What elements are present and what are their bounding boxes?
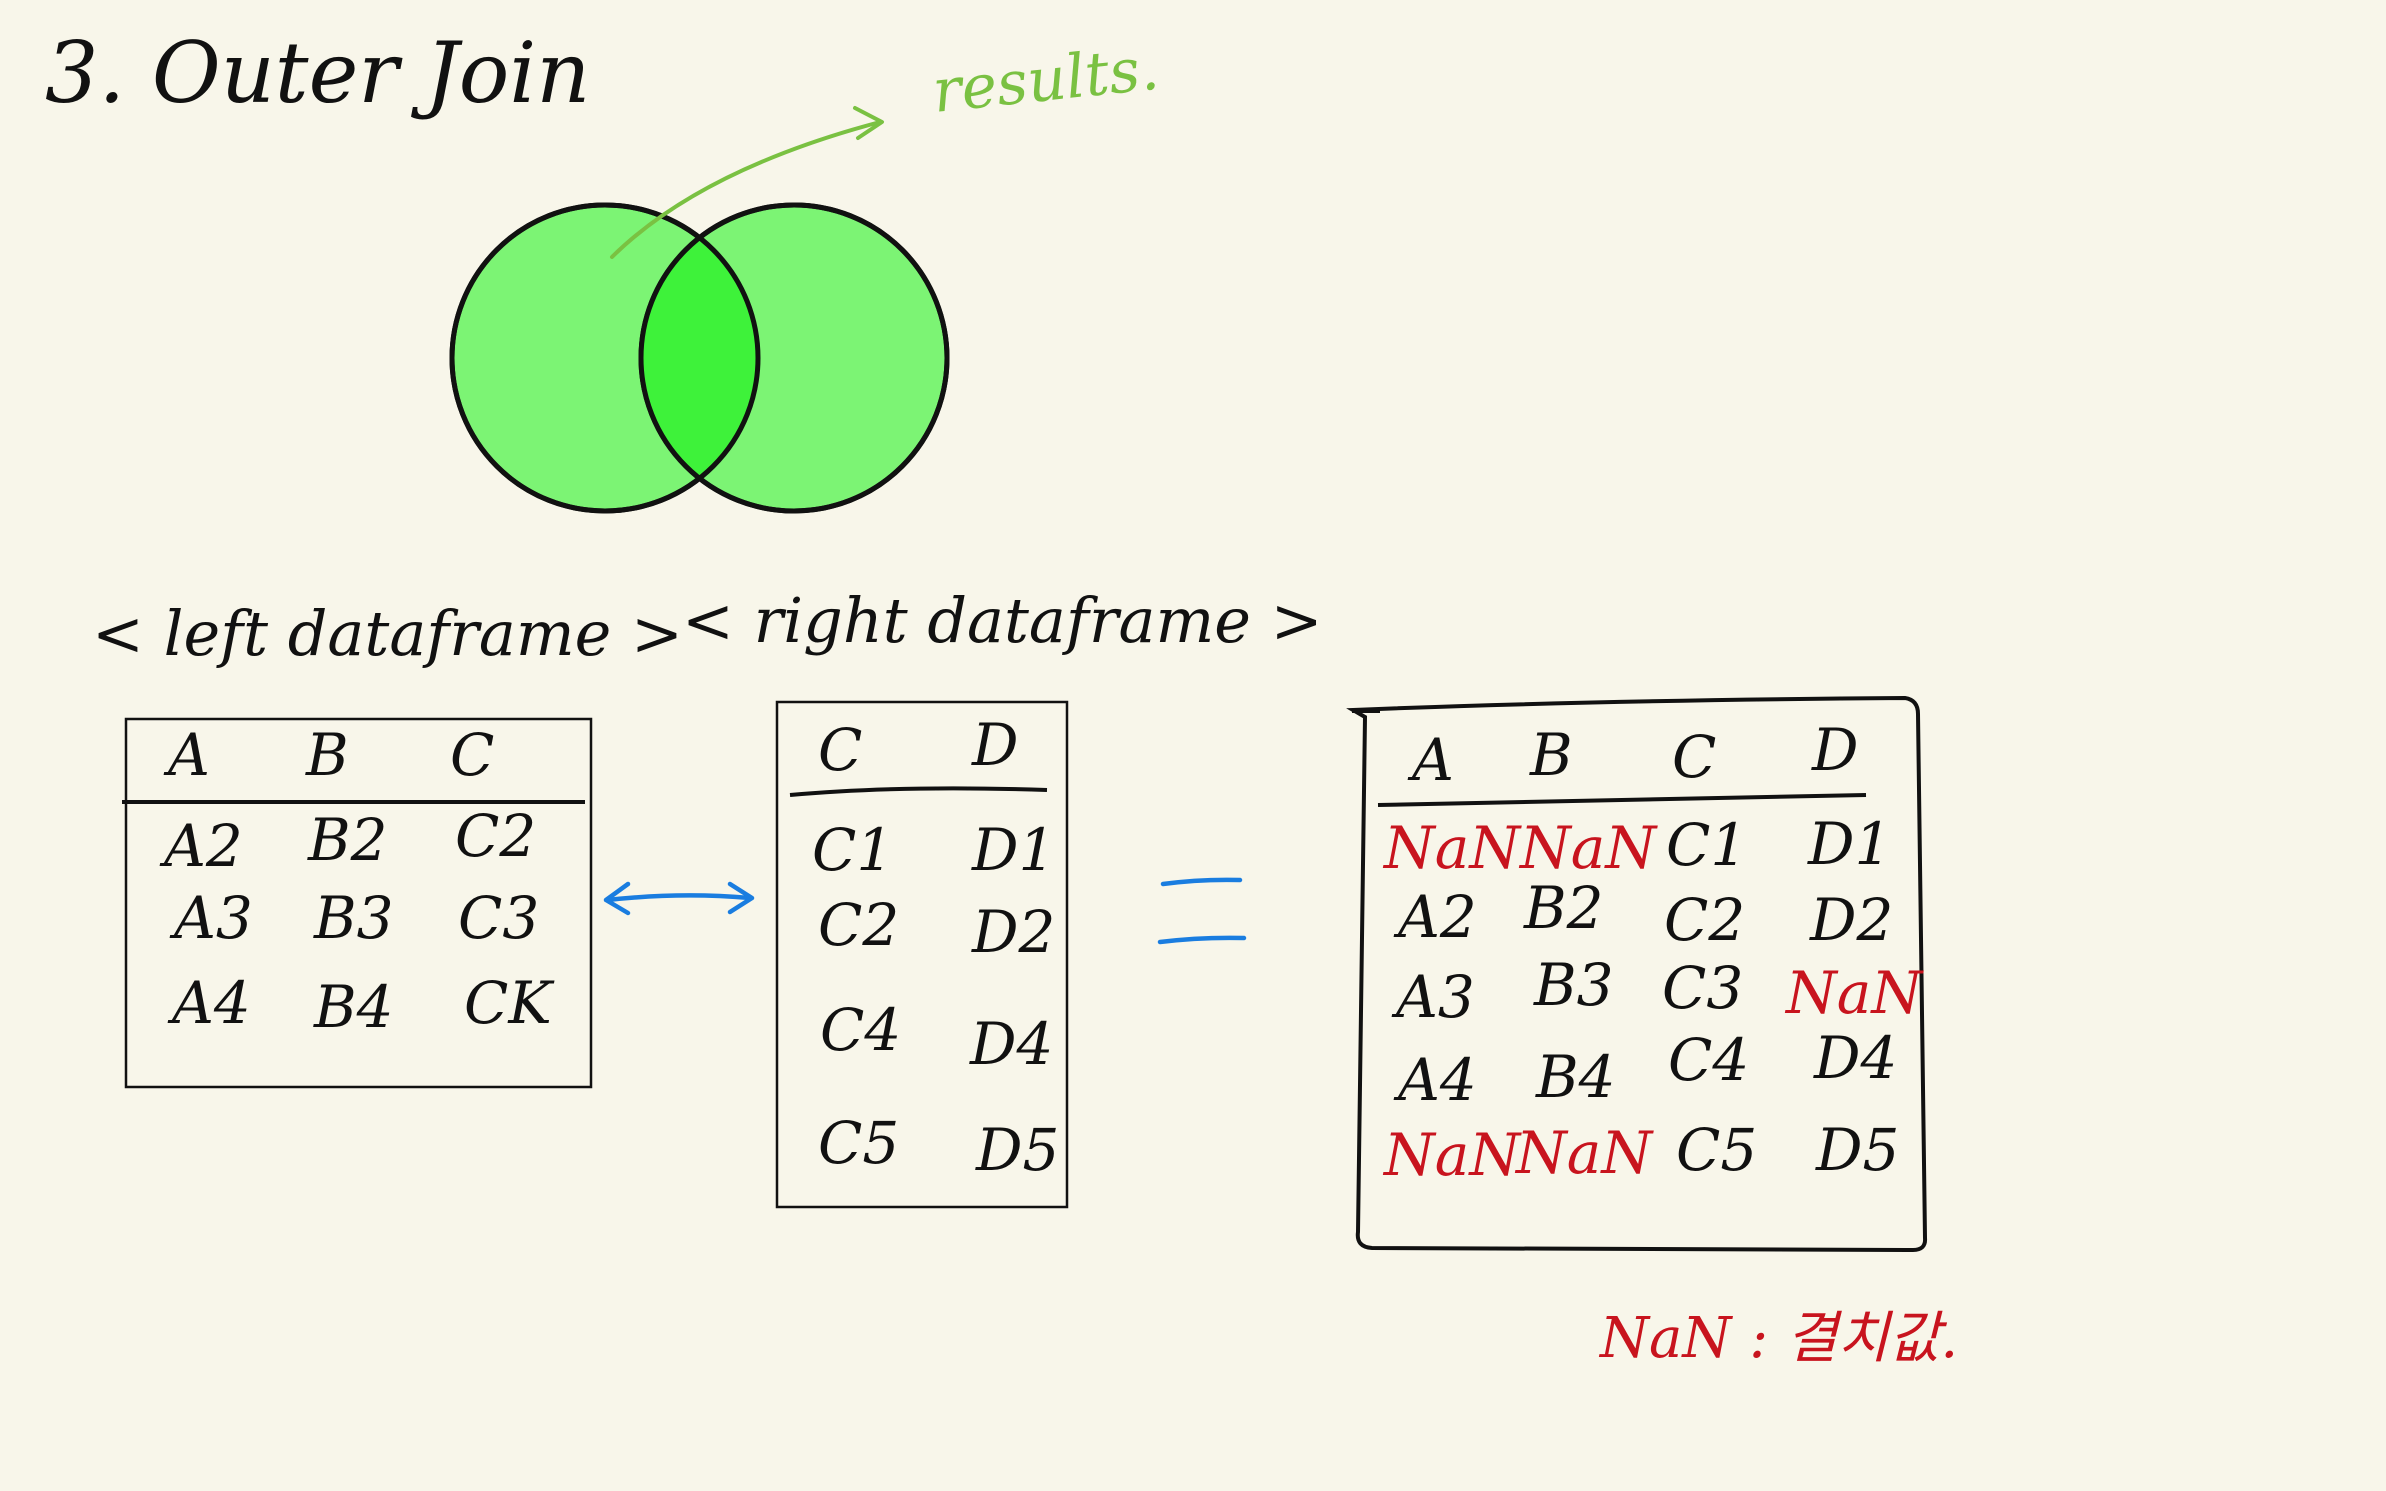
result-cell: D2 xyxy=(1809,886,1893,954)
right-table-border xyxy=(775,700,1069,1209)
result-cell: C1 xyxy=(1666,811,1747,879)
result-table-header-divider xyxy=(1377,793,1867,807)
left-cell: CK xyxy=(464,969,555,1037)
result-header-c: C xyxy=(1672,723,1716,791)
right-header-d: D xyxy=(971,711,1019,779)
left-header-a: A xyxy=(163,721,210,789)
result-cell: B4 xyxy=(1535,1043,1616,1111)
left-header-b: B xyxy=(305,721,349,789)
result-cell: NaN xyxy=(1784,959,1924,1027)
left-table-border xyxy=(124,717,593,1089)
overlap-region xyxy=(641,205,758,511)
left-cell: B4 xyxy=(313,973,394,1041)
result-header-d: D xyxy=(1811,716,1859,784)
double-arrow-icon xyxy=(603,881,755,916)
result-cell: NaN xyxy=(1514,1119,1654,1187)
right-header-c: C xyxy=(818,716,862,784)
result-cell: C2 xyxy=(1664,886,1745,954)
right-cell: C5 xyxy=(818,1109,899,1177)
result-cell: B3 xyxy=(1533,951,1614,1019)
left-cell: A3 xyxy=(169,884,253,952)
page-title: 3. Outer Join xyxy=(45,24,590,122)
result-table-border xyxy=(1346,695,1928,1253)
result-cell: NaN xyxy=(1382,1121,1522,1189)
venn-diagram-icon xyxy=(449,202,950,514)
results-annotation: results. xyxy=(929,34,1162,127)
right-circle-outline xyxy=(638,202,950,514)
left-cell: A2 xyxy=(159,812,243,880)
result-cell: NaN xyxy=(1518,814,1658,882)
left-header-c: C xyxy=(450,721,494,789)
result-cell: C5 xyxy=(1676,1116,1757,1184)
left-circle-outline xyxy=(449,202,761,514)
result-cell: C4 xyxy=(1668,1026,1749,1094)
left-cell: C3 xyxy=(458,884,539,952)
right-cell: C4 xyxy=(820,996,901,1064)
right-dataframe-label: < right dataframe > xyxy=(682,584,1323,657)
right-cell: D5 xyxy=(975,1116,1059,1184)
missing-value-legend: NaN : 결치값. xyxy=(1598,1306,1958,1371)
result-cell: A3 xyxy=(1391,963,1475,1031)
left-cell: C2 xyxy=(455,802,536,870)
right-cell: D1 xyxy=(971,816,1055,884)
result-cell: C3 xyxy=(1662,954,1743,1022)
result-header-a: A xyxy=(1407,726,1454,794)
left-cell: B2 xyxy=(307,806,388,874)
left-table: A B C A2 B2 C2 A3 B3 C3 A4 B4 CK xyxy=(122,717,593,1089)
right-table-header-divider xyxy=(789,786,1048,797)
result-table: A B C D NaN NaN C1 D1 A2 B2 C2 D2 A3 B3 … xyxy=(1346,695,1928,1253)
result-cell: D4 xyxy=(1813,1024,1897,1092)
left-dataframe-label: < left dataframe > xyxy=(92,597,683,670)
result-cell: D5 xyxy=(1815,1116,1899,1184)
right-cell: C2 xyxy=(818,891,899,959)
equals-sign xyxy=(1157,877,1247,945)
curved-arrow-icon xyxy=(610,106,884,259)
result-cell: A2 xyxy=(1393,883,1477,951)
result-cell: B2 xyxy=(1523,874,1604,942)
left-cell: B3 xyxy=(313,884,394,952)
right-cell: D2 xyxy=(971,898,1055,966)
right-cell: D4 xyxy=(969,1010,1053,1078)
left-cell: A4 xyxy=(167,969,251,1037)
result-cell: A4 xyxy=(1393,1046,1477,1114)
right-table: C D C1 D1 C2 D2 C4 D4 C5 D5 xyxy=(775,700,1069,1209)
result-cell: NaN xyxy=(1382,814,1522,882)
result-header-b: B xyxy=(1529,721,1573,789)
right-cell: C1 xyxy=(812,816,893,884)
result-cell: D1 xyxy=(1807,810,1891,878)
